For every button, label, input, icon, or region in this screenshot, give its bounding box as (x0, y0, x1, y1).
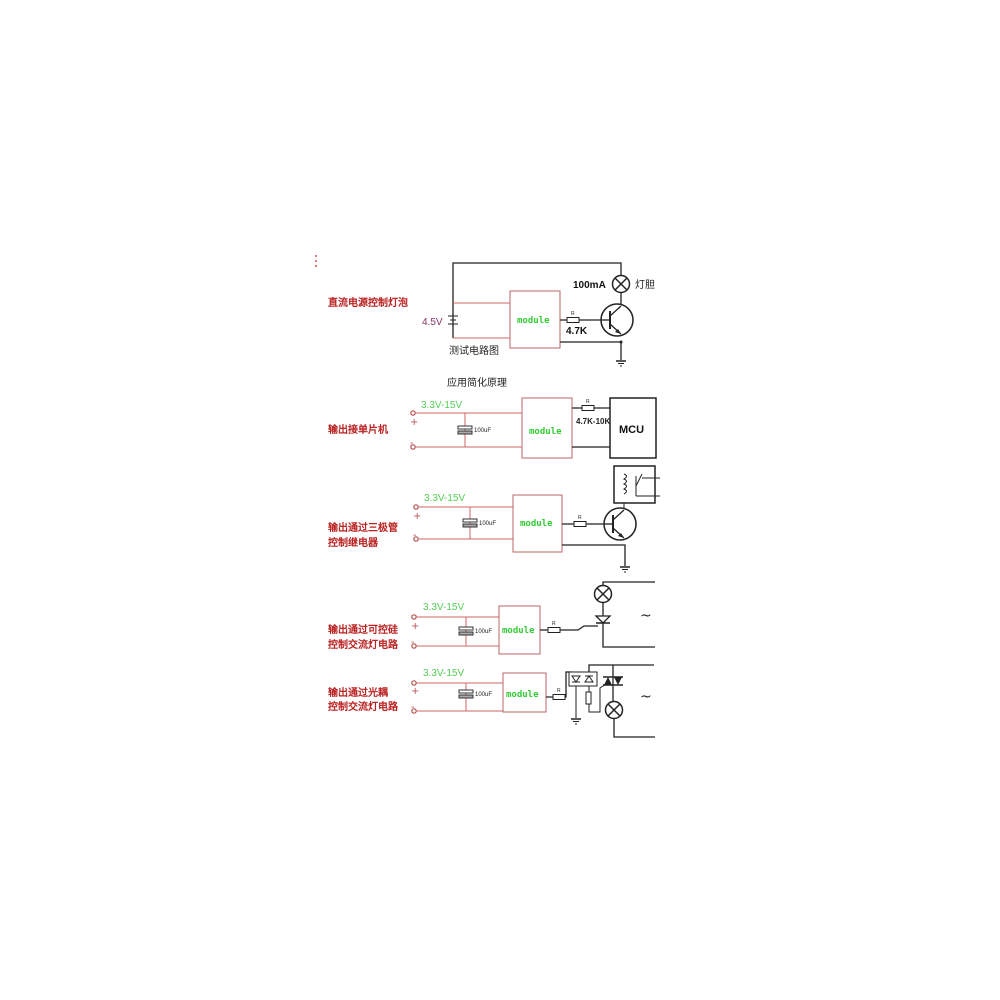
circuit-relay: 输出通过三极管 控制继电器 3.3V-15V + - 100uF module … (328, 465, 660, 573)
transistor-icon (600, 303, 634, 337)
circuit-label: 输出接单片机 (328, 423, 388, 436)
scr-icon (594, 615, 612, 624)
test-circuit-label: 直流电源控制灯泡 (328, 296, 408, 309)
capacitor-value: 100uF (479, 521, 496, 527)
plus-sign: + (411, 621, 419, 632)
plus-sign: + (410, 417, 418, 428)
module-box (521, 397, 573, 459)
minus-sign: - (411, 637, 415, 648)
section-heading: 应用简化原理 (447, 376, 507, 389)
circuit-optocoupler: 输出通过光耦 控制交流灯电路 3.3V-15V + - 100uF module… (328, 664, 655, 738)
ground-icon (619, 566, 631, 573)
lamp-label: 灯胆 (635, 279, 655, 291)
minus-sign: - (413, 530, 417, 541)
lamp-icon (611, 274, 631, 294)
resistor-label: R (586, 399, 590, 405)
voltage-label: 3.3V-15V (421, 400, 462, 411)
mcu-label: MCU (619, 424, 644, 436)
voltage-label: 3.3V-15V (423, 668, 464, 679)
dotted-mark (315, 255, 317, 267)
module-label: module (520, 519, 553, 529)
resistor-icon (573, 521, 587, 527)
resistor-value: 4.7K (566, 326, 588, 337)
resistor-icon (547, 627, 561, 633)
test-circuit-caption: 测试电路图 (449, 344, 499, 357)
module-label: module (502, 626, 535, 636)
circuit-label: 控制交流灯电路 (328, 638, 399, 651)
battery-voltage: 4.5V (422, 317, 443, 328)
module-box (512, 494, 563, 553)
voltage-label: 3.3V-15V (424, 493, 465, 504)
mcu-box (609, 397, 657, 459)
resistor-icon (552, 694, 566, 700)
test-circuit: 直流电源控制灯泡 4.5V module R 4.7K 100mA 灯胆 测试电… (328, 262, 655, 367)
resistor-icon (566, 317, 580, 323)
circuit-label: 输出通过可控硅 (328, 623, 398, 636)
minus-sign: - (411, 702, 415, 713)
module-box (509, 290, 561, 349)
resistor-label: R (552, 621, 556, 627)
plus-sign: + (413, 511, 421, 522)
lamp-current: 100mA (573, 280, 606, 291)
battery-icon (448, 315, 458, 325)
voltage-label: 3.3V-15V (423, 602, 464, 613)
circuit-mcu: 输出接单片机 3.3V-15V + - 100uF module R 4.7K-… (328, 397, 657, 459)
ac-symbol: ~ (640, 689, 652, 705)
capacitor-value: 100uF (474, 428, 491, 434)
circuit-label: 输出通过光耦 (328, 686, 388, 699)
module-box (502, 672, 547, 713)
circuit-label: 控制继电器 (328, 536, 379, 549)
module-label: module (517, 316, 550, 326)
ac-symbol: ~ (640, 608, 652, 624)
module-label: module (529, 427, 562, 437)
module-label: module (506, 690, 539, 700)
circuit-label: 输出通过三极管 (328, 521, 398, 534)
triac-icon (603, 665, 623, 702)
resistor-label: R (557, 688, 561, 694)
capacitor-value: 100uF (475, 692, 492, 698)
circuit-scr: 输出通过可控硅 控制交流灯电路 3.3V-15V + - 100uF modul… (328, 581, 655, 655)
resistor-icon (581, 405, 595, 411)
lamp-icon (604, 700, 624, 720)
ground-icon (615, 360, 627, 367)
plus-sign: + (411, 686, 419, 697)
resistor-label: R (578, 515, 582, 521)
circuit-label: 控制交流灯电路 (328, 700, 399, 713)
capacitor-value: 100uF (475, 629, 492, 635)
optocoupler-icon (568, 664, 654, 718)
lamp-icon (593, 584, 613, 604)
resistor-value: 4.7K-10K (576, 417, 610, 426)
ground-icon (570, 718, 582, 725)
transistor-icon (603, 507, 637, 541)
relay-icon (613, 465, 660, 510)
resistor-label: R (571, 311, 575, 317)
minus-sign: - (410, 438, 414, 449)
